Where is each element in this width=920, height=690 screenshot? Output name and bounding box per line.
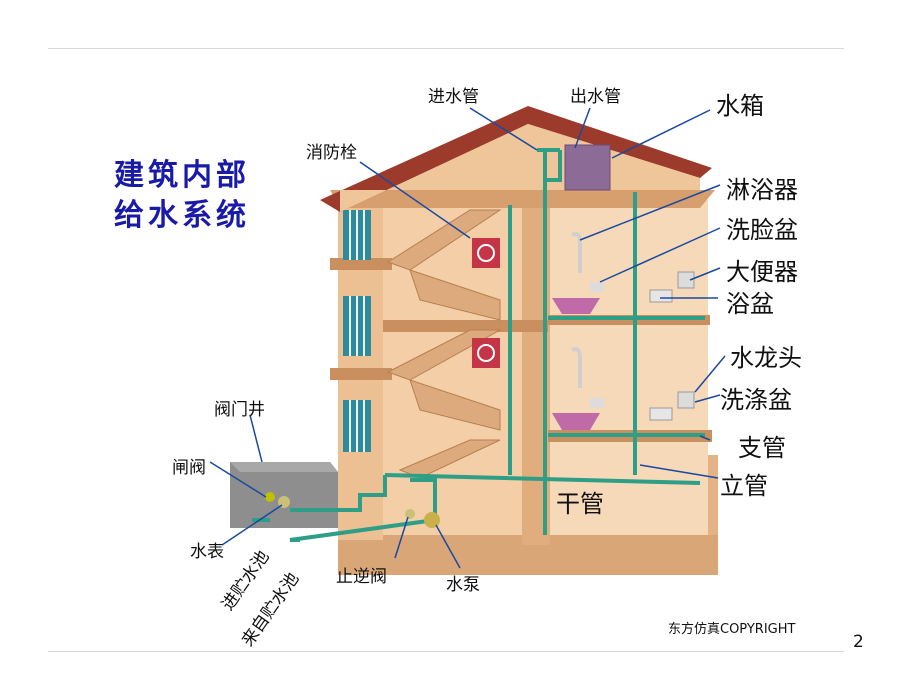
bottom-rule	[48, 651, 844, 652]
diagram-title-line1: 建筑内部	[114, 158, 250, 193]
page-number: 2	[853, 632, 864, 652]
label-bathtub: 浴盆	[726, 290, 774, 318]
label-main-pipe: 干管	[556, 490, 604, 518]
label-riser-pipe: 立管	[720, 472, 768, 500]
label-shower: 淋浴器	[726, 176, 798, 204]
fire-hydrant-box-1	[472, 238, 500, 268]
label-toilet: 大便器	[726, 258, 798, 286]
floor-top	[330, 190, 715, 208]
label-check-valve: 止逆阀	[336, 567, 387, 587]
leader-lines	[209, 107, 726, 569]
right-room	[523, 200, 708, 535]
label-water-meter: 水表	[190, 542, 224, 562]
label-washbasin: 洗脸盆	[726, 216, 798, 244]
label-valve-well: 阀门井	[214, 400, 265, 420]
floor-4	[330, 368, 392, 380]
water-tank	[564, 144, 611, 191]
ground-slab	[338, 535, 718, 575]
fixtures	[552, 232, 695, 430]
pipes	[252, 148, 705, 542]
label-water-tank: 水箱	[716, 92, 764, 120]
label-inlet-pipe: 进水管	[428, 87, 479, 107]
label-sink: 洗涤盆	[720, 386, 792, 414]
label-outlet-pipe: 出水管	[570, 87, 621, 107]
label-branch-pipe: 支管	[738, 434, 786, 462]
label-faucet: 水龙头	[730, 344, 802, 372]
fire-hydrant-box-2	[472, 338, 500, 368]
label-pump: 水泵	[446, 575, 480, 595]
label-fire-hydrant: 消防栓	[306, 143, 357, 163]
top-rule	[48, 48, 844, 49]
water-pump	[424, 512, 440, 528]
copyright-text: 东方仿真COPYRIGHT	[668, 622, 796, 637]
floor-mid	[383, 320, 548, 332]
label-gate-valve: 闸阀	[172, 458, 206, 478]
diagram-title-line2: 给水系统	[114, 198, 250, 233]
check-valve-dot	[405, 509, 415, 519]
gate-valve-dot	[265, 492, 275, 502]
floor-2	[330, 258, 392, 270]
staircase	[386, 209, 502, 479]
